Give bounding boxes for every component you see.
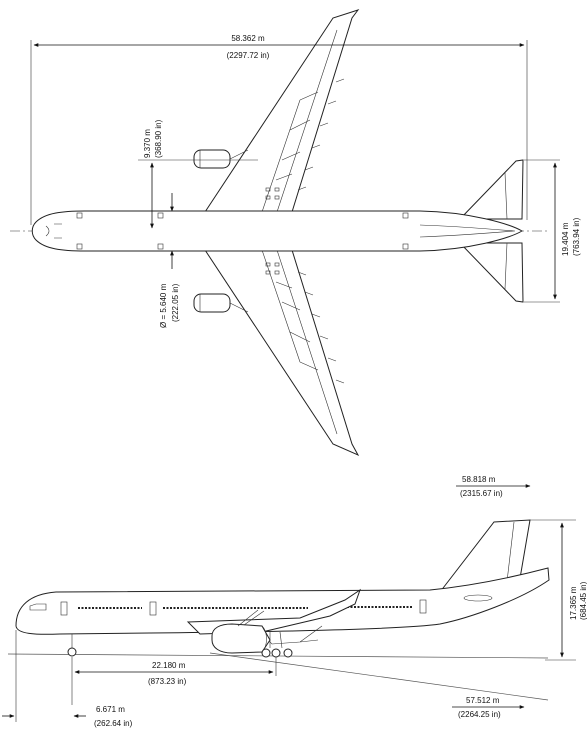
fuselage-diameter-imperial: (222.05 in) [171, 283, 180, 322]
fuselage-diameter-metric: Ø = 5.640 m [159, 283, 168, 328]
elevator-lines [504, 172, 508, 290]
height-imperial: (684.45 in) [579, 581, 587, 620]
fuselage-doors [76, 212, 409, 250]
top-view: 58.362 m (2297.72 in) 9.370 m (368.90 in… [10, 9, 581, 457]
nose-gear-station-imperial: (262.64 in) [94, 719, 133, 728]
lower-wing-flaps [261, 249, 338, 435]
overall-length-imperial: (2264.25 in) [458, 710, 501, 719]
wheelbase-imperial: (873.23 in) [148, 677, 187, 686]
fuselage-side [15, 567, 550, 635]
lower-flap-track-fairings [297, 271, 345, 384]
tail-station-imperial: (2315.67 in) [460, 489, 503, 498]
upper-flap-track-fairings [297, 78, 345, 191]
engine-side [211, 609, 271, 654]
wingspan-metric: 58.362 m [231, 34, 265, 43]
main-landing-gear [261, 631, 293, 658]
tailplane-span-imperial: (763.94 in) [572, 217, 581, 256]
tailplane-span-dimension: 19.404 m (763.94 in) [524, 159, 581, 303]
nose-gear-station-dimension: 6.671 m (262.64 in) [2, 630, 133, 728]
height-dimension: 17.365 m (684.45 in) [530, 519, 587, 661]
tail-station-metric: 58.818 m [462, 475, 496, 484]
side-view: 58.818 m (2315.67 in) 17.365 m (684.45 i… [2, 475, 587, 728]
landing-gear-bays [265, 187, 280, 275]
upper-tailplane [458, 159, 524, 220]
wingspan-imperial: (2297.72 in) [227, 51, 270, 60]
tail-access-panel [463, 594, 493, 602]
rotation-line [209, 652, 549, 701]
upper-wing [204, 9, 360, 213]
wheelbase-metric: 22.180 m [152, 661, 186, 670]
nose-gear-station-metric: 6.671 m [96, 705, 125, 714]
height-metric: 17.365 m [569, 586, 578, 620]
lower-tailplane [458, 242, 524, 303]
wingspan-dimension: 58.362 m (2297.72 in) [30, 34, 528, 225]
wheelbase-dimension: 22.180 m (873.23 in) [71, 657, 277, 705]
engine-offset-dimension: 9.370 m (368.90 in) [138, 119, 258, 229]
tailplane-span-metric: 19.404 m [561, 222, 570, 256]
lower-engine [193, 293, 249, 313]
fuselage-diameter-dimension: Ø = 5.640 m (222.05 in) [159, 193, 180, 328]
cockpit-windows [45, 223, 62, 239]
nose-landing-gear [67, 634, 77, 657]
side-doors [60, 599, 427, 616]
tail-cone-lines [419, 224, 516, 238]
engine-offset-imperial: (368.90 in) [154, 119, 163, 158]
engine-offset-metric: 9.370 m [143, 129, 152, 158]
lower-wing [204, 249, 360, 457]
overall-length-metric: 57.512 m [466, 696, 500, 705]
cockpit-window [29, 603, 47, 611]
tail-station-dimension: 58.818 m (2315.67 in) [456, 475, 531, 498]
upper-engine [193, 149, 249, 169]
overall-length-dimension: 57.512 m (2264.25 in) [452, 696, 525, 719]
upper-wing-flaps [261, 29, 338, 213]
fuselage-plan [31, 210, 523, 252]
